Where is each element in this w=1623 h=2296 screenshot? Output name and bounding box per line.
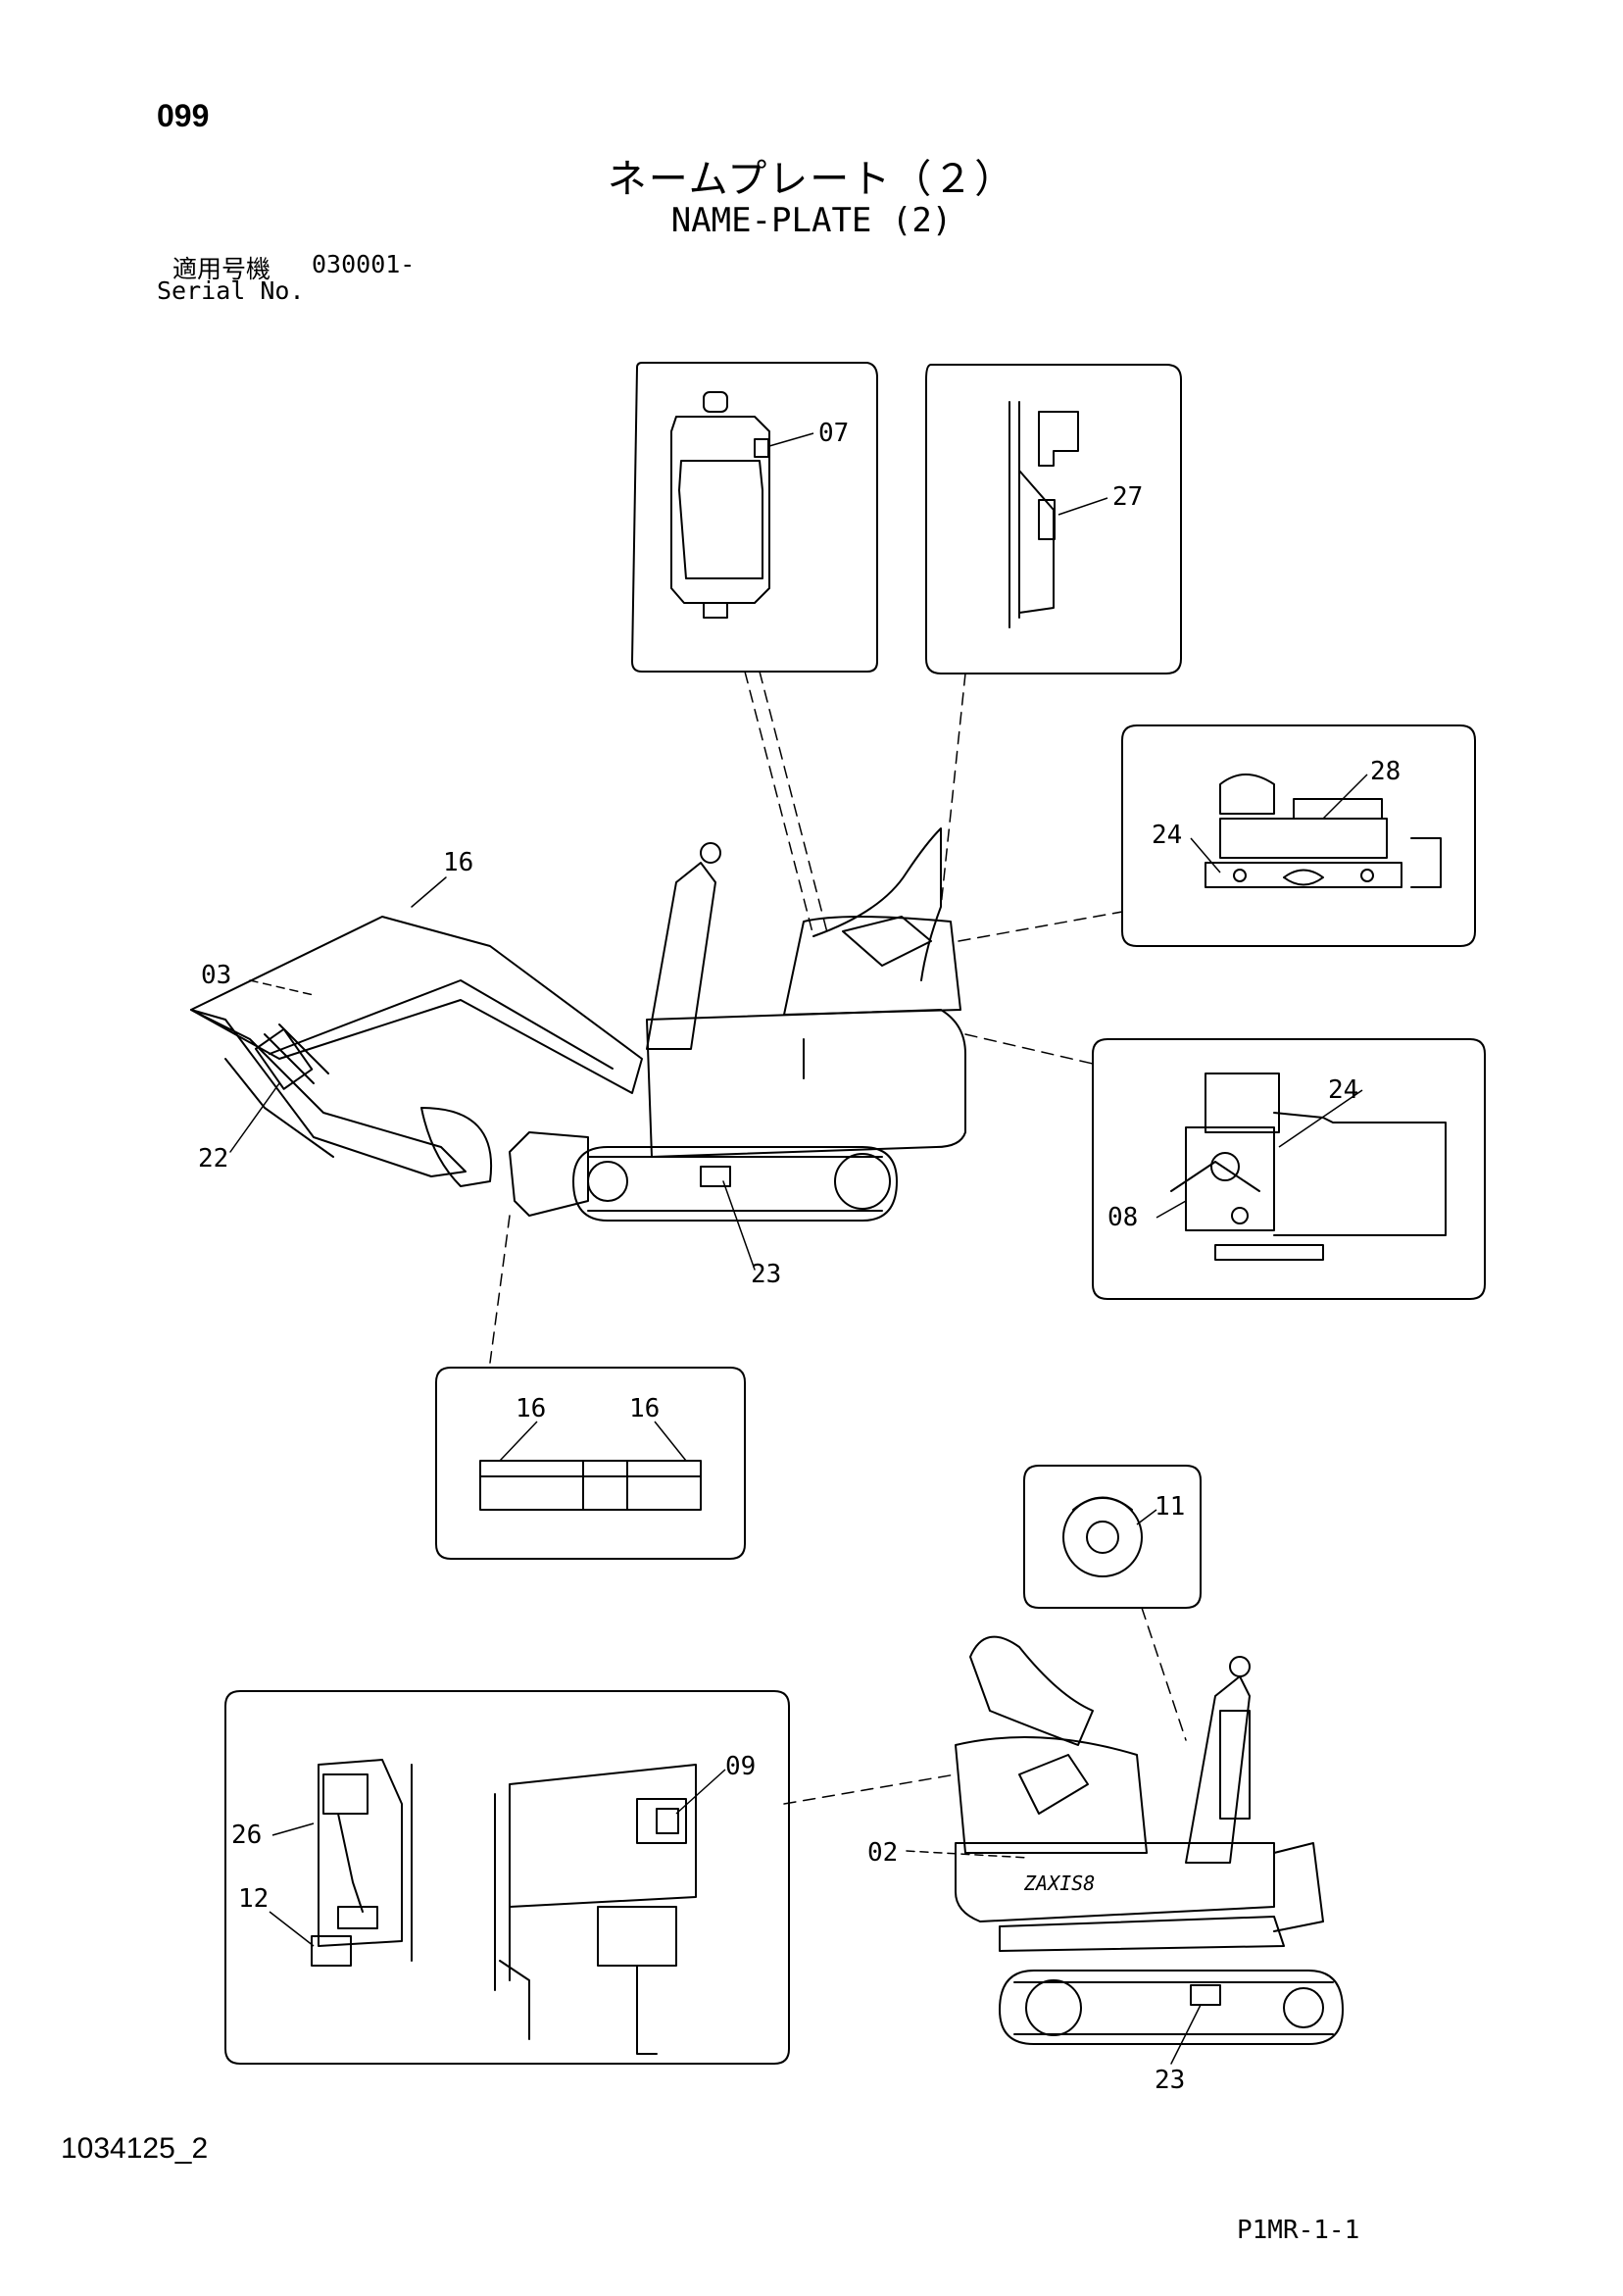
interior-drawing-left	[311, 1759, 413, 1967]
callout-09: 09	[725, 1752, 756, 1781]
page-number: 099	[157, 98, 210, 133]
callout-24-engine: 24	[1152, 821, 1182, 850]
serial-label-english: Serial No.	[157, 276, 305, 305]
detail-frame-dial	[1023, 1465, 1202, 1609]
dial-drawing	[1062, 1496, 1143, 1577]
callout-28: 28	[1370, 757, 1401, 786]
callout-07: 07	[818, 419, 849, 448]
callout-24-valve: 24	[1328, 1075, 1358, 1105]
callout-08: 08	[1107, 1203, 1138, 1232]
callout-16-blade-left: 16	[516, 1394, 546, 1423]
callout-16-boom: 16	[443, 848, 473, 877]
model-badge: ZAXIS8	[1023, 1872, 1095, 1895]
engine-drawing	[1205, 774, 1442, 888]
detail-frame-bracket	[925, 364, 1182, 674]
document-id: 1034125_2	[61, 2132, 209, 2165]
interior-drawing-right	[494, 1764, 697, 2055]
callout-11: 11	[1155, 1492, 1185, 1522]
callout-23-bottom: 23	[1155, 2066, 1185, 2095]
detail-frame-engine	[1121, 724, 1476, 947]
callout-22: 22	[198, 1144, 228, 1173]
callout-02: 02	[867, 1838, 898, 1868]
callout-12: 12	[238, 1884, 269, 1914]
bracket-drawing	[1008, 401, 1079, 628]
detail-frame-blade	[435, 1367, 746, 1560]
callout-23-main: 23	[751, 1260, 781, 1289]
serial-number-value: 030001-	[312, 250, 416, 278]
blade-drawing	[479, 1460, 702, 1511]
sheet-code: P1MR-1-1	[1237, 2216, 1360, 2245]
serial-label-japanese: 適用号機	[172, 255, 271, 283]
callout-16-blade-right: 16	[629, 1394, 660, 1423]
page-title-english: NAME-PLATE (2)	[670, 201, 953, 240]
detail-frame-interior	[224, 1690, 790, 2065]
tank-drawing	[670, 391, 770, 619]
callout-27: 27	[1112, 482, 1143, 512]
page-title-japanese: ネームプレート（２）	[607, 157, 1016, 202]
callout-26: 26	[231, 1821, 262, 1850]
detail-frame-valve	[1092, 1038, 1486, 1300]
excavator-left-view	[190, 827, 966, 1222]
valve-drawing	[1170, 1073, 1447, 1261]
excavator-right-view	[955, 1635, 1344, 2045]
callout-03: 03	[201, 961, 231, 990]
detail-frame-tank	[631, 362, 878, 673]
